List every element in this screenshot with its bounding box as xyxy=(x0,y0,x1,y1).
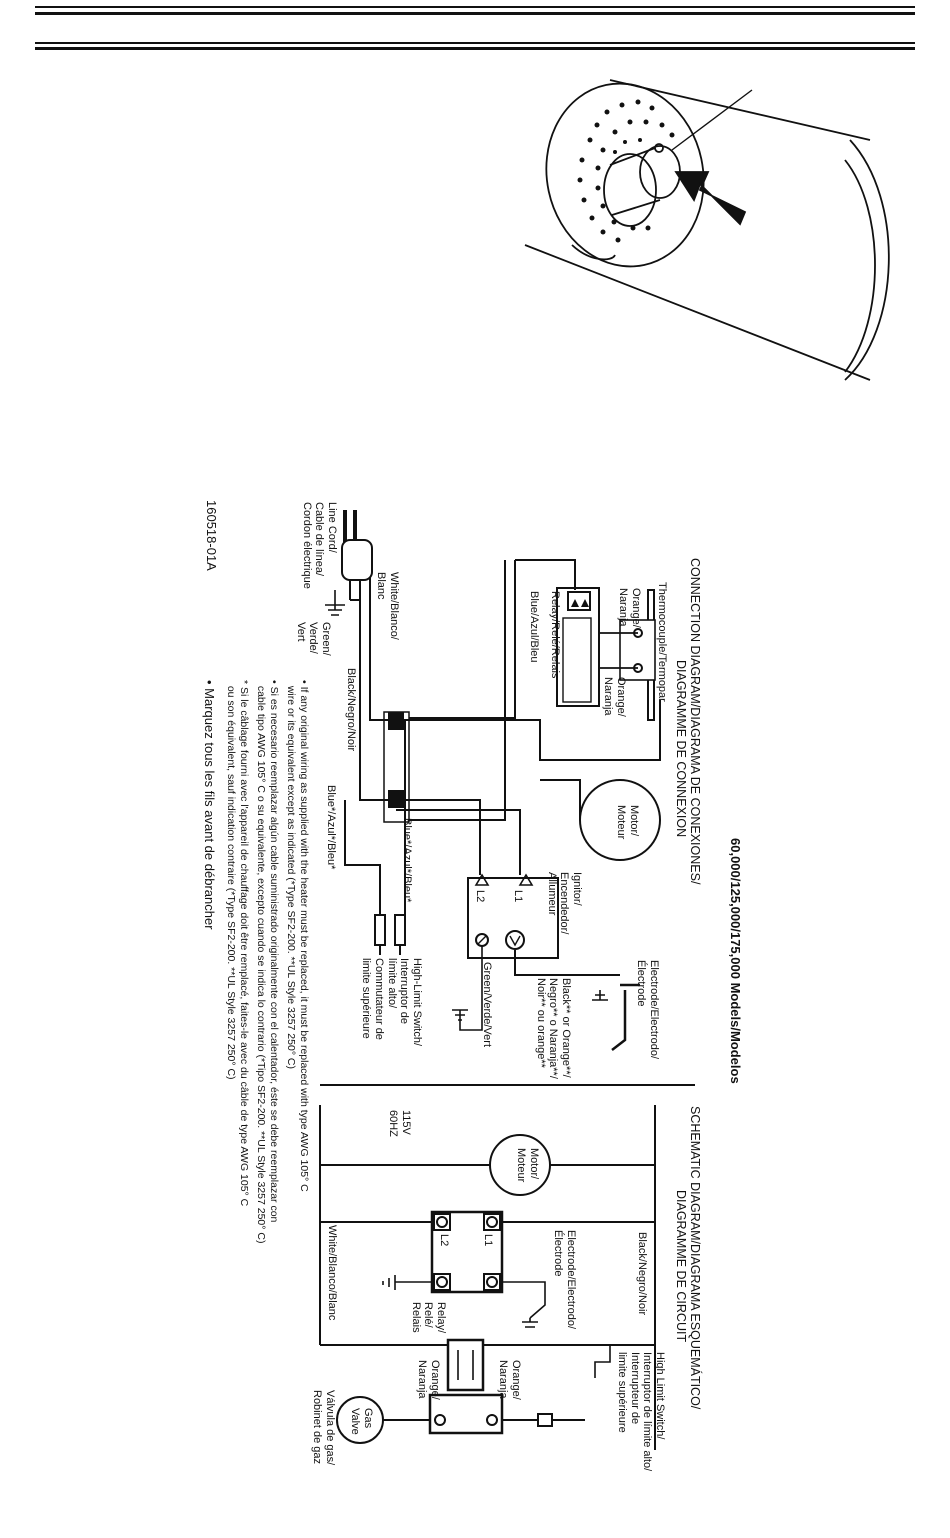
note-english: • If any original wiring as supplied wit… xyxy=(284,680,310,1192)
blue-star-label-2: Blue*/Azul*/Bleu* xyxy=(401,818,413,903)
schematic-orange-2-label: Orange/ Naranja xyxy=(416,1360,441,1400)
second-rule-thin xyxy=(35,42,915,44)
voltage-label: 115V 60HZ xyxy=(387,1110,412,1137)
ignitor-label: Ignitor/ Encendedor/ Allumeur xyxy=(545,872,583,935)
note-spanish: • Si es necesario reemplazar algún cable… xyxy=(254,680,280,1244)
orange-left-label: Orange/ Naranja xyxy=(617,588,642,628)
connection-title-line1: CONNECTION DIAGRAM/DIAGRAMA DE CONEXIONE… xyxy=(688,558,702,885)
black-wire-label: Black/Negro/Noir xyxy=(345,668,357,752)
green-ignitor-label: Green/Verde/Vert xyxy=(481,962,493,1047)
schematic-electrode-label: Electrode/Electrodo/ Électrode xyxy=(552,1230,577,1330)
note-label-wires: • Marquez tous les fils avant de débranc… xyxy=(202,680,217,930)
second-rule-thick xyxy=(35,47,915,50)
schematic-relay-label: Relay/ Relé/ Relais xyxy=(409,1302,447,1334)
schematic-high-limit-label: High Limit Switch/ Interruptor de límite… xyxy=(616,1352,666,1472)
gas-valve-symbol-label: Gas Valve xyxy=(349,1408,374,1435)
blue-star-label-1: Blue*/Azul*/Bleu* xyxy=(325,785,337,870)
green-cord-label: Green/ Verde/ Vert xyxy=(294,622,332,656)
ignitor-l2-label: L2 xyxy=(474,890,486,903)
ignitor-l1-label: L1 xyxy=(512,890,524,903)
line-cord-label: Line Cord/ Cable de línea/ Cordon électr… xyxy=(300,502,338,589)
white-wire-label: White/Blanco/ Blanc xyxy=(375,572,400,640)
schematic-motor-label: Motor/ Moteur xyxy=(515,1148,540,1183)
note-french: * Si le câblage fourni avec l'appareil d… xyxy=(224,680,250,1207)
top-rule-thin xyxy=(35,6,915,8)
schematic-l1-label: L1 xyxy=(482,1234,494,1247)
schematic-black-label: Black/Negro/Noir xyxy=(636,1232,648,1316)
orange-right-label: Orange/ Naranja xyxy=(602,677,627,717)
part-number: 160518-01A xyxy=(204,500,219,571)
connection-title-line2: DIAGRAMME DE CONNEXION xyxy=(674,660,688,838)
thermocouple-label: Thermocouple/Termopar xyxy=(656,582,668,702)
burner-illustration xyxy=(524,79,890,381)
connection-wiring xyxy=(325,510,661,1051)
schematic-l2-label: L2 xyxy=(438,1234,450,1247)
motor-label: Motor/ Moteur xyxy=(615,805,640,840)
schematic-orange-1-label: Orange/ Naranja xyxy=(497,1360,522,1400)
electrode-label: Electrode/Electrodo/ Électrode xyxy=(635,960,660,1060)
gas-valve-label: Válvula de gas/ Robinet de gaz xyxy=(311,1390,336,1466)
schematic-white-label: White/Blanco/Blanc xyxy=(326,1225,338,1321)
schematic-title-line2: DIAGRAMME DE CIRCUIT xyxy=(674,1190,688,1343)
top-rule-thick xyxy=(35,12,915,15)
schematic-title-line1: SCHEMATIC DIAGRAM/DIAGRAMA ESQUEMÁTICO/ xyxy=(688,1106,702,1410)
models-title: 60,000/125,000/175,000 Models/Modelos xyxy=(728,838,743,1084)
blue-label: Blue/Azul/Bleu xyxy=(528,591,540,663)
black-orange-label: Black** or Orange**/ Negro** o Naranja**… xyxy=(534,978,572,1079)
high-limit-label: High-Limit Switch/ Interruptor de límite… xyxy=(360,958,423,1047)
relay-label: Relay/Relé/Relais xyxy=(549,591,561,679)
schematic-wiring xyxy=(319,1105,656,1450)
